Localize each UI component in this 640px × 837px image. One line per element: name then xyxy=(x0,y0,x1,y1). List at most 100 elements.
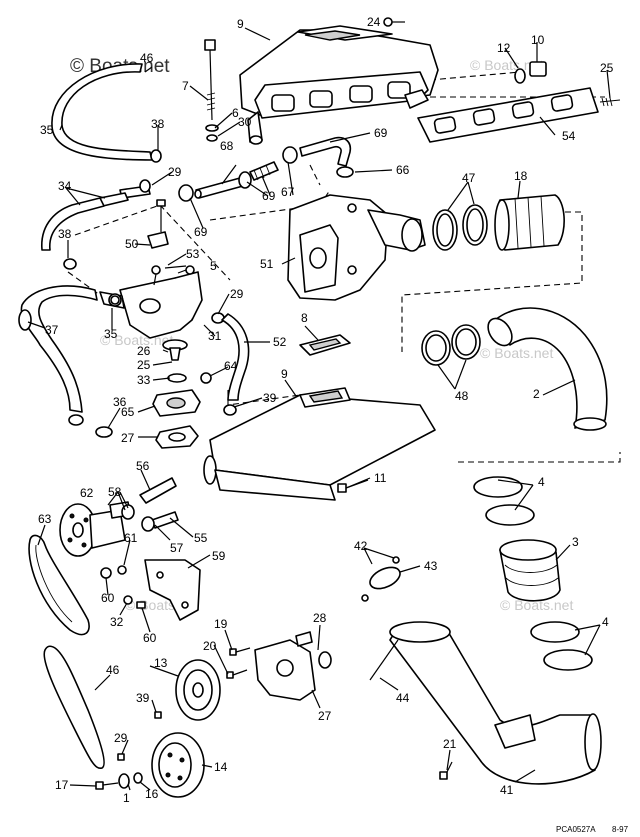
hose-37 xyxy=(18,285,98,426)
clamp-65 xyxy=(336,166,354,178)
exhaust-pipe-40 xyxy=(389,621,602,785)
fasteners-1-16-17-28 xyxy=(95,753,143,790)
callout-2: 2 xyxy=(533,387,540,401)
callout-13: 13 xyxy=(154,656,168,670)
fasteners-58-60-32-59 xyxy=(100,565,146,609)
callout-20: 20 xyxy=(203,639,217,653)
callout-50: 52 xyxy=(273,335,287,349)
thermostat-housing-gasket xyxy=(152,389,201,449)
clamps-69 xyxy=(178,146,298,202)
callout-29-lower: 29 xyxy=(230,287,244,301)
callout-28: 29 xyxy=(114,731,128,745)
hose-50 xyxy=(221,313,250,401)
callout-64: 65 xyxy=(121,405,135,419)
callout-22: 24 xyxy=(367,15,381,29)
exhaust-manifold-lower xyxy=(203,387,436,501)
callout-19: 19 xyxy=(214,617,228,631)
callout-26: 27 xyxy=(318,709,332,723)
callout-59: 60 xyxy=(143,631,157,645)
callout-9-upper: 9 xyxy=(237,17,244,31)
sleeve-3 xyxy=(499,539,561,602)
callout-4-upper: 4 xyxy=(538,475,545,489)
hose-67-66 xyxy=(194,161,279,199)
callout-27: 28 xyxy=(313,611,327,625)
callout-65: 66 xyxy=(396,163,410,177)
callout-56: 58 xyxy=(108,485,122,499)
callout-53: 55 xyxy=(194,531,208,545)
callout-12: 12 xyxy=(497,41,511,55)
circulating-pump-26 xyxy=(254,631,332,701)
callout-5: 5 xyxy=(210,259,217,273)
stud xyxy=(599,97,621,107)
hose-36 xyxy=(51,63,162,163)
callout-69-middle: 69 xyxy=(262,189,276,203)
bracket-57 xyxy=(144,559,201,621)
rubber-sleeve-18 xyxy=(494,194,565,251)
callout-55: 57 xyxy=(170,541,184,555)
callout-18: 18 xyxy=(514,169,528,183)
crankshaft-pulley-14 xyxy=(151,732,205,798)
exhaust-manifold-upper xyxy=(239,25,439,145)
callout-1: 1 xyxy=(123,791,130,805)
callout-34: 34 xyxy=(58,179,72,193)
flapper-42-pin-43 xyxy=(361,556,401,681)
leader-lines xyxy=(27,21,611,791)
drawing-date: 8-97 xyxy=(612,825,629,834)
belt-44 xyxy=(43,645,105,769)
callout-46-upper: 47 xyxy=(462,171,476,185)
nut xyxy=(383,17,393,27)
callout-51: 53 xyxy=(186,247,200,261)
callout-7: 7 xyxy=(182,79,189,93)
callout-67: 68 xyxy=(220,139,234,153)
callout-21: 21 xyxy=(443,737,457,751)
gasket-8 xyxy=(299,334,351,356)
belt-62 xyxy=(28,534,90,636)
callout-66: 67 xyxy=(281,185,295,199)
callout-32: 32 xyxy=(110,615,124,629)
callout-38-top: 38 xyxy=(151,117,165,131)
callout-14: 14 xyxy=(214,760,228,774)
watermark-text: © Boats.net xyxy=(500,597,573,613)
callout-38-lower: 39 xyxy=(263,391,277,405)
callout-33: 33 xyxy=(137,373,151,387)
callout-25-upper: 26 xyxy=(137,344,151,358)
callout-36: 35 xyxy=(40,123,54,137)
callout-52: 54 xyxy=(562,129,576,143)
callout-3: 3 xyxy=(572,535,579,549)
bolts-thermostat xyxy=(147,231,212,384)
callout-11: 11 xyxy=(374,471,387,485)
bolts-19-20-39 xyxy=(154,647,251,719)
callout-9-lower: 9 xyxy=(281,367,288,381)
exhaust-pipe-2 xyxy=(487,307,608,431)
callout-labels: 9 24 10 12 25 7 6 30 46 35 38 29 34 38 5… xyxy=(38,15,614,805)
thermostat-housing xyxy=(99,271,203,339)
bolt-21 xyxy=(439,761,453,780)
callout-37: 37 xyxy=(45,323,59,337)
callout-30: 30 xyxy=(238,115,252,129)
bolt-11 xyxy=(337,479,369,493)
callout-39: 39 xyxy=(136,691,150,705)
watermark-text: © Boats.net xyxy=(480,345,553,361)
drawing-code: PCA0527A xyxy=(556,825,596,834)
long-bolt xyxy=(204,39,219,142)
callout-35-upper: 35 xyxy=(104,327,118,341)
callout-40: 41 xyxy=(500,783,514,797)
callout-23: 25 xyxy=(137,358,151,372)
clamps-4-lower xyxy=(530,621,593,671)
clamps-left xyxy=(95,179,237,438)
callout-46-lower: 48 xyxy=(455,389,469,403)
callout-47: 50 xyxy=(125,237,139,251)
callout-8: 8 xyxy=(301,311,308,325)
plug-and-bushing xyxy=(514,61,547,84)
bolt-47 xyxy=(156,199,166,232)
callout-63: 64 xyxy=(224,359,238,373)
callout-68: 69 xyxy=(374,126,388,140)
pulley-13 xyxy=(175,659,221,721)
callout-10: 10 xyxy=(531,33,545,47)
hose-clamps-46-upper xyxy=(432,204,488,251)
callout-43: 44 xyxy=(396,691,410,705)
callout-38-left: 38 xyxy=(58,227,72,241)
callout-6: 6 xyxy=(232,106,239,120)
callout-29-upper: 29 xyxy=(168,165,182,179)
